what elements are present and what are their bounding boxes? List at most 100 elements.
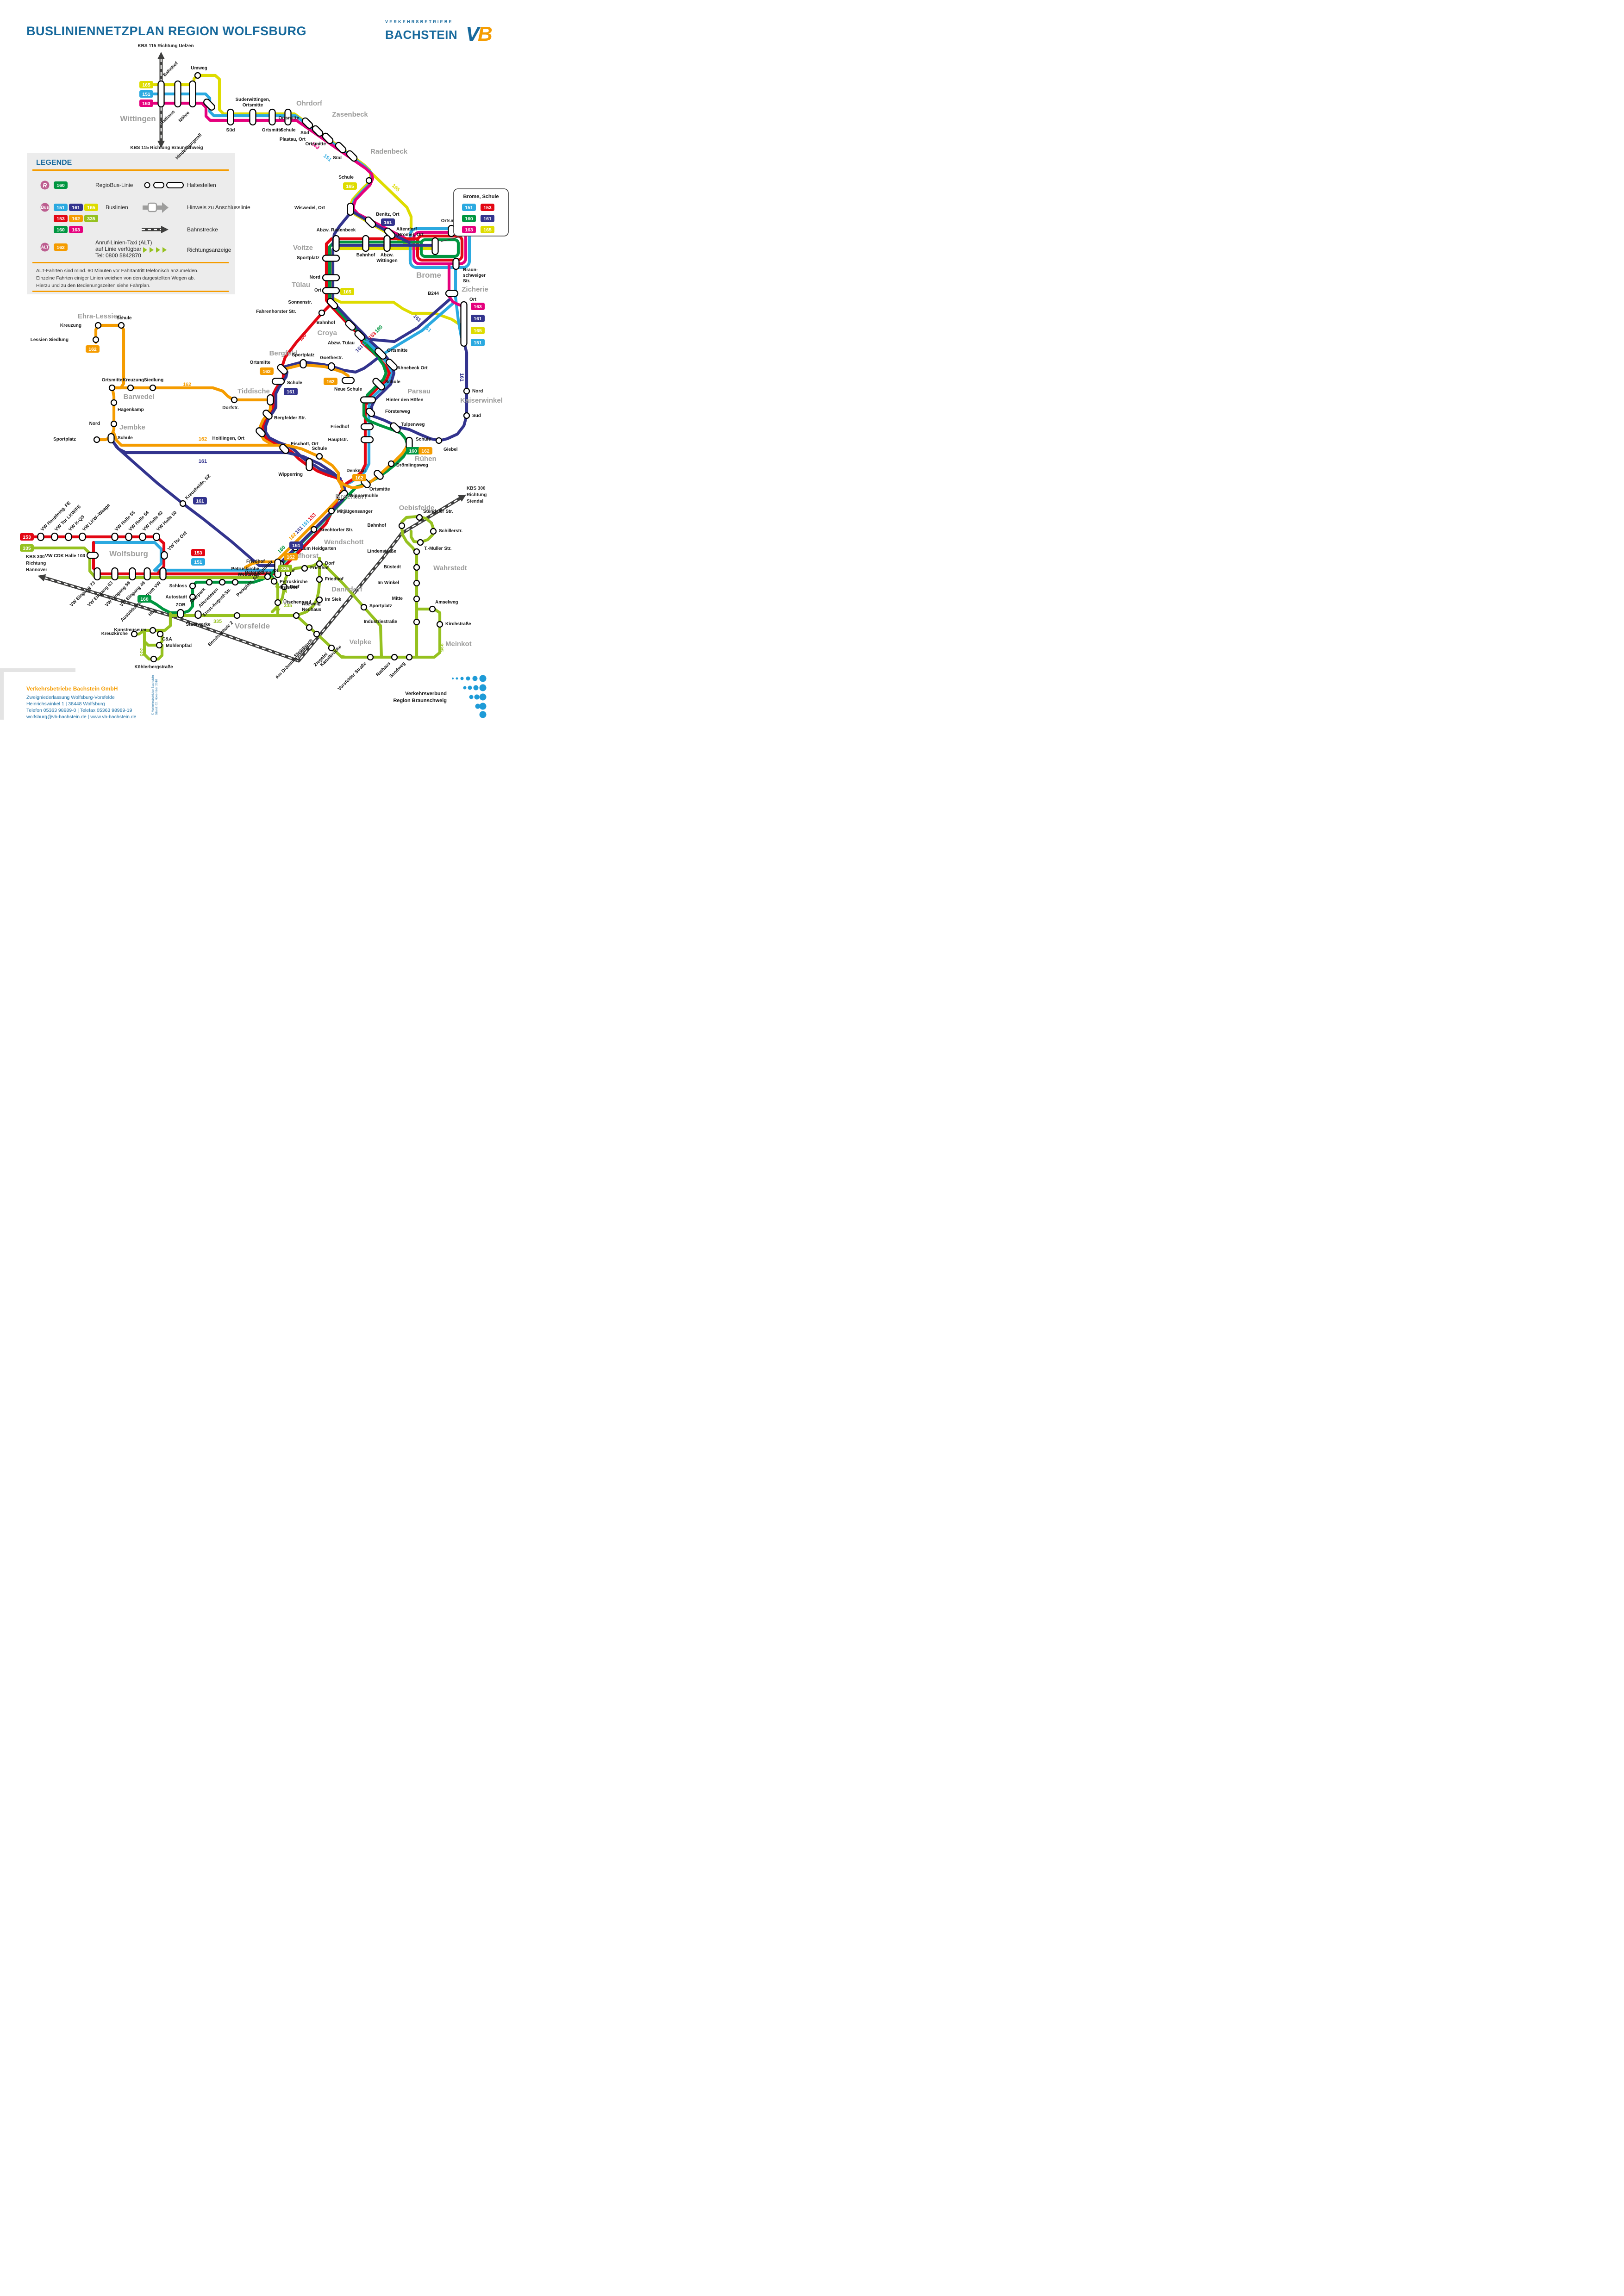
stop [149, 384, 156, 392]
label-stop: Petruskirche [280, 579, 308, 585]
route-162 [110, 386, 269, 402]
line-badge-text: 162 [88, 347, 97, 352]
stop [267, 394, 274, 406]
line-badge-bg [481, 226, 494, 233]
stop [341, 377, 355, 384]
line-badge-161: 161 [289, 541, 303, 549]
railway-arrowhead-icon [37, 574, 46, 582]
route-153 [271, 369, 285, 404]
label-stop: Mitjätgensanger [337, 509, 373, 514]
label-stop: Schule [281, 128, 296, 133]
line-badge-bg [278, 565, 292, 572]
label-stop: Süd [226, 128, 235, 133]
legend-rule-top [32, 169, 229, 171]
footer-line-2: Heinrichswinkel 1 | 38448 Wolfsburg [26, 701, 105, 707]
stop [156, 630, 164, 638]
label-line: 335 [139, 648, 144, 656]
label-stop: Sportplatz [292, 353, 315, 358]
stop [37, 532, 44, 541]
stop [156, 641, 163, 649]
label-town: Jembke [119, 423, 145, 431]
stop [416, 514, 423, 521]
line-badge-text: 153 [483, 205, 492, 211]
stop [387, 460, 395, 467]
line-badge-bg [193, 497, 207, 504]
stop [189, 582, 196, 590]
logo-dot [474, 694, 480, 700]
stop [189, 593, 196, 601]
line-badge-bg [381, 218, 395, 226]
legend-note-3: Hierzu und zu den Bedienungszeiten siehe… [36, 283, 150, 288]
regiobus-prefix: R [43, 182, 47, 189]
stop [189, 80, 196, 108]
page-edge-decor [0, 668, 75, 672]
line-badge-bg [54, 181, 68, 189]
stop [313, 630, 320, 638]
line-badge-165: 165 [343, 182, 357, 190]
stop [360, 396, 376, 404]
stop [463, 412, 470, 419]
label-town: Meinkot [445, 640, 472, 648]
line-badge-text: 165 [346, 184, 354, 189]
stop [362, 235, 369, 252]
direction-chevron-icon [162, 247, 167, 253]
label-stop: Bahnhof [316, 320, 335, 325]
line-badge-text: 162 [421, 448, 430, 454]
line-badge-text: 161 [474, 316, 482, 322]
route-160 [419, 238, 460, 258]
label-stop: Süd [333, 156, 342, 161]
label-rail: KBS 115 Richtung Braunschweig [130, 145, 203, 150]
stop [306, 624, 313, 631]
label-stop: Sportplatz [369, 604, 392, 609]
route-161 [350, 209, 411, 244]
label-stop: Sandweg [388, 661, 406, 679]
stop [326, 298, 338, 310]
label-stop: Bahnhof [162, 61, 179, 78]
vrb-dots-icon [452, 675, 487, 718]
label-stop: Hagenkamp [118, 407, 144, 412]
vrb-logo-line1: Verkehrsverbund [405, 691, 447, 697]
line-badge-161: 161 [69, 204, 83, 211]
line-badge-162: 162 [54, 243, 68, 251]
label-stop: Stadtwerke [186, 622, 211, 627]
logo-dot [479, 684, 487, 691]
route-160 [362, 340, 396, 432]
route-161 [394, 343, 468, 442]
line-badge-165: 165 [139, 81, 153, 88]
bus-prefix: Bus [41, 205, 49, 210]
route-161 [366, 298, 451, 343]
stop [386, 359, 398, 371]
stop [316, 596, 323, 604]
logo-name: BACHSTEIN [385, 28, 457, 42]
stop [413, 579, 420, 587]
line-badge-161: 161 [381, 218, 395, 226]
stop-circle-icon [144, 182, 150, 188]
line-badge-162: 162 [324, 378, 337, 385]
line-badge-text: 165 [474, 328, 482, 334]
line-badge-bg [54, 243, 68, 251]
legend-richtung-label: Richtungsanzeige [187, 247, 231, 253]
stop [322, 255, 340, 262]
stop [417, 539, 424, 546]
footer-line-4: wolfsburg@vb-bachstein.de | www.vb-bachs… [26, 714, 137, 720]
stop [335, 142, 347, 154]
stop [364, 216, 376, 228]
label-town: Croya [317, 329, 337, 337]
line-badge-bg [284, 553, 298, 560]
footer-stand-date: Stand: 02. November 2018 [155, 679, 158, 715]
line-badge-bg [462, 226, 476, 233]
page-edge-decor [0, 668, 4, 720]
direction-chevron-icon [156, 247, 160, 253]
line-badge-text: 153 [23, 535, 31, 540]
line-badge-text: 151 [56, 205, 65, 211]
label-stop: Eischott, Ort [291, 442, 319, 447]
line-badge-bg [20, 533, 34, 541]
label-stop: Dorf [290, 585, 300, 590]
label-stop: Dorf [325, 561, 335, 566]
legend-regiobus-label: RegioBus-Linie [95, 182, 133, 188]
stop [110, 399, 118, 406]
logo-dot [479, 703, 487, 710]
stop [144, 567, 151, 581]
line-badge-text: 151 [474, 340, 482, 346]
line-badge-bg [481, 215, 494, 222]
